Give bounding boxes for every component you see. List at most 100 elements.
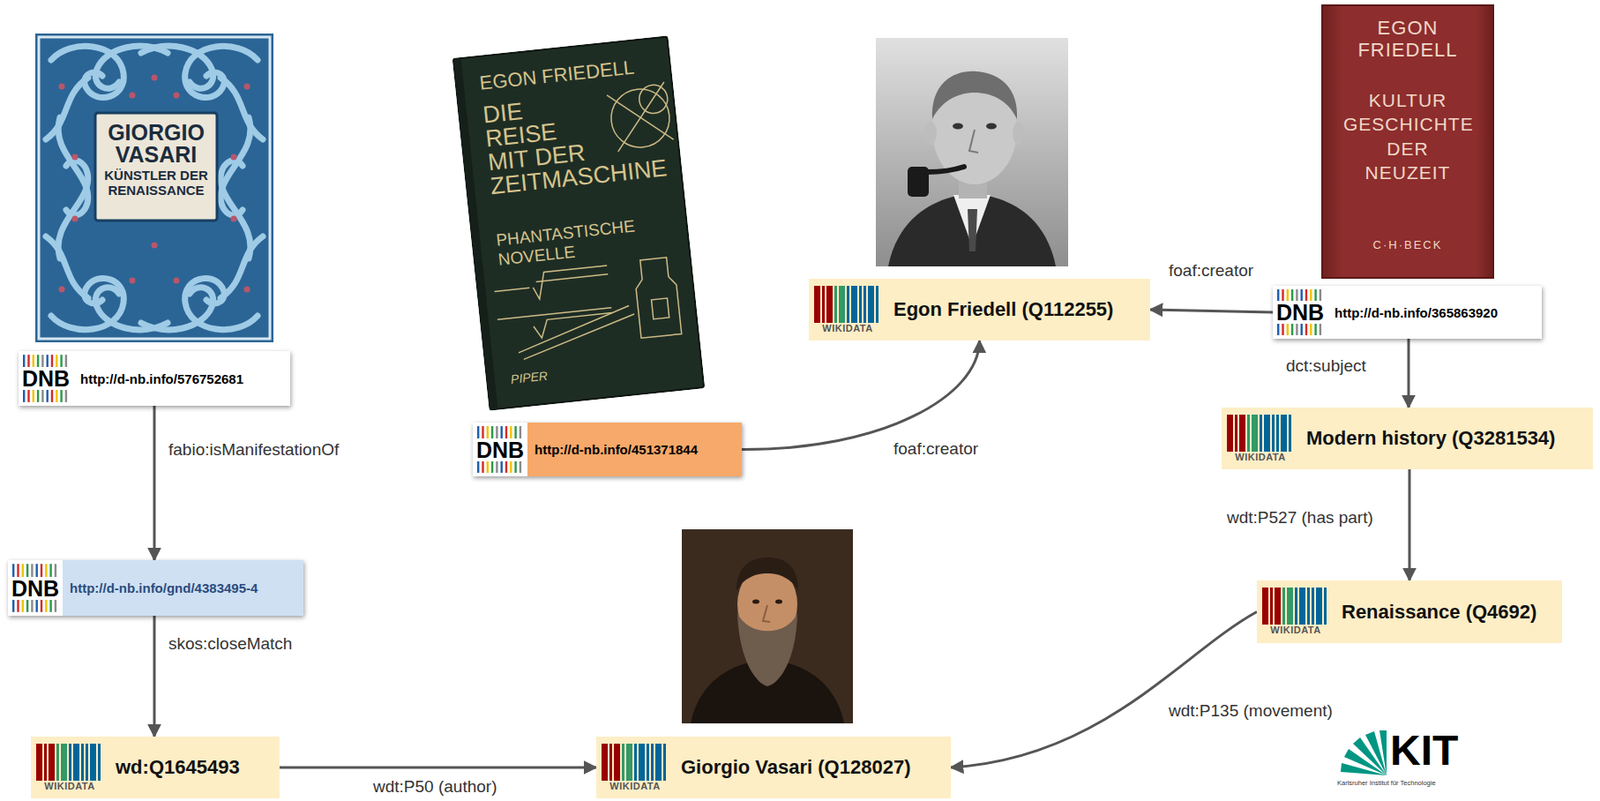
wikidata-logo: WIKIDATA: [36, 743, 104, 793]
entity-label: Egon Friedell (Q112255): [893, 298, 1114, 322]
illustration-part: [173, 277, 180, 285]
barcode-bar: [44, 743, 47, 781]
barcode-bar: [1239, 414, 1246, 452]
barcode-bar: [1270, 587, 1273, 625]
barcode-bar: [834, 285, 838, 323]
illustration-part: [494, 287, 531, 292]
entity-label: Giorgio Vasari (Q128027): [680, 755, 911, 779]
resource-uri: http://d-nb.info/gnd/4383495-4: [62, 560, 304, 616]
institution-logo: KITKarlsruher Institut für Technologie: [1337, 729, 1496, 799]
illustration-part: [520, 314, 638, 359]
illustration-part: [244, 286, 251, 293]
barcode-bar: [613, 743, 621, 781]
illustration-part: [536, 274, 609, 283]
illustration-part: [474, 82, 696, 362]
artist-portrait: [681, 529, 853, 724]
barcode-bar: [655, 743, 662, 781]
barcode-bar: [1259, 414, 1263, 452]
illustration-part: [72, 154, 79, 161]
kit-tagline: Karlsruher Institut für Technologie: [1337, 779, 1496, 787]
illustration-part: [907, 166, 929, 197]
barcode-bar: [56, 743, 60, 781]
relation-arrow: [279, 766, 597, 770]
barcode-bar: [1226, 414, 1234, 452]
illustration-part: [875, 37, 1069, 267]
barcode-bar: [36, 743, 43, 781]
dnb-resource-box: DNBhttp://d-nb.info/451371844: [472, 422, 742, 477]
barcode-bar: [1251, 414, 1258, 452]
barcode-bar: [1274, 587, 1281, 625]
logo-word: DNB: [10, 576, 60, 600]
barcode-bar: [609, 743, 613, 781]
illustration-part: [531, 265, 611, 300]
barcode-bar: [875, 285, 879, 323]
barcode-bar: [1315, 587, 1323, 625]
illustration-part: [453, 36, 704, 410]
illustration-part: [151, 242, 158, 249]
barcode-bar: [822, 285, 825, 323]
barcode-bar: [646, 743, 650, 781]
logo-word: WIKIDATA: [609, 780, 660, 793]
illustration-part: [1340, 730, 1387, 776]
illustration-part: [927, 166, 965, 172]
relation-arrow: [1408, 469, 1412, 581]
barcode-bar: [85, 743, 89, 781]
barcode-bar: [1286, 587, 1294, 625]
illustration-part: [231, 216, 238, 223]
wikidata-barcode: [36, 743, 104, 781]
barcode-bar: [826, 285, 833, 323]
illustration-part: [1379, 730, 1387, 776]
illustration-part: [986, 123, 997, 130]
barcode-bar: [48, 743, 55, 781]
logo-word: WIKIDATA: [822, 322, 873, 335]
illustration-part: [775, 599, 783, 605]
barcode-bar: [97, 743, 101, 781]
illustration-part: [1322, 5, 1494, 278]
edge-label: fabio:isManifestationOf: [165, 440, 342, 460]
illustration-part: [762, 605, 771, 622]
cover-title: KULTUR GESCHICHTE DER NEUZEIT: [1343, 88, 1473, 185]
illustration-part: [633, 256, 682, 338]
wikidata-logo: WIKIDATA: [601, 743, 669, 793]
relation-arrow: [153, 615, 157, 737]
barcode-bar: [1247, 414, 1250, 452]
wikidata-entity-box: WIKIDATA Egon Friedell (Q112255): [808, 278, 1151, 341]
edge-label: foaf:creator: [890, 439, 981, 459]
resource-uri: http://d-nb.info/365863920: [1327, 285, 1542, 339]
dnb-logo: DNB: [472, 422, 528, 477]
wikidata-barcode: [1262, 587, 1330, 625]
wikidata-logo: WIKIDATA: [814, 285, 882, 335]
barcode-bar: [626, 743, 633, 781]
dnb-resource-box: DNBhttp://d-nb.info/576752681: [18, 351, 291, 406]
edge-label: wdt:P527 (has part): [1224, 508, 1376, 528]
barcode-bar: [851, 285, 858, 323]
barcode-bar: [89, 743, 97, 781]
kit-fan: [1337, 729, 1391, 779]
book-cover: GIORGIO VASARIKÜNSTLER DER RENAISSANCE: [35, 33, 274, 343]
illustration-part: [752, 599, 760, 605]
illustration-part: [59, 74, 251, 293]
illustration-part: [736, 557, 799, 591]
relation-arrow: [1150, 309, 1273, 313]
wikidata-barcode: [1226, 414, 1294, 452]
wikidata-entity-box: WIKIDATAwd:Q1645493: [30, 736, 280, 799]
barcode-bar: [601, 743, 608, 781]
wikidata-entity-box: WIKIDATAModern history (Q3281534): [1221, 407, 1593, 470]
illustration-part: [737, 613, 798, 687]
barcode-bar: [1234, 414, 1238, 452]
logo-word: DNB: [1275, 300, 1325, 324]
illustration-part: [1321, 4, 1495, 279]
dnb-resource-box: DNBhttp://d-nb.info/365863920: [1272, 285, 1542, 339]
logo-word: WIKIDATA: [1234, 451, 1286, 464]
barcode-bar: [838, 285, 845, 323]
barcode-bar: [846, 285, 850, 323]
barcode-bar: [81, 743, 84, 781]
barcode-bar: [1323, 587, 1327, 625]
barcode-bar: [68, 743, 72, 781]
illustration-part: [59, 83, 66, 90]
barcode-bar: [1262, 587, 1269, 625]
relation-arrow: [1407, 338, 1411, 408]
illustration-part: [967, 209, 978, 252]
illustration-part: [59, 286, 66, 293]
illustration-part: [38, 37, 270, 339]
